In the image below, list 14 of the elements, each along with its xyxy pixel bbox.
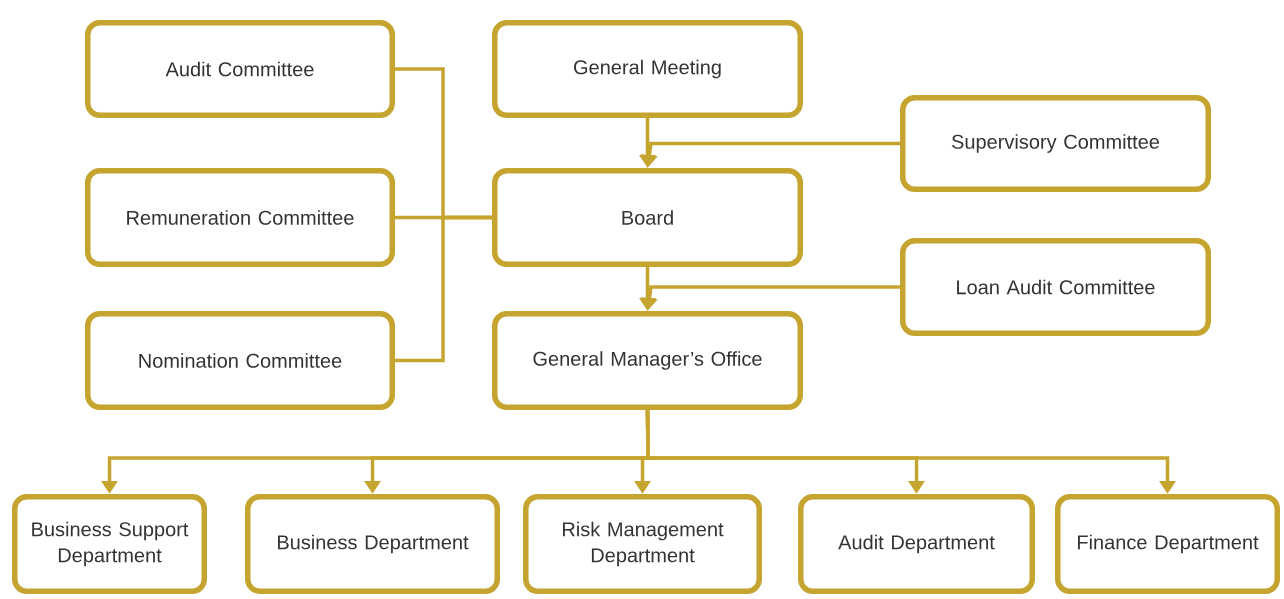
- org-box: Business Support Department: [12, 494, 207, 594]
- org-box: Supervisory Committee: [900, 95, 1211, 192]
- org-box: Loan Audit Committee: [900, 238, 1211, 336]
- org-box: General Manager’s Office: [492, 311, 803, 410]
- org-box: Risk Management Department: [523, 494, 762, 594]
- org-box: Finance Department: [1055, 494, 1280, 594]
- org-box: Business Department: [245, 494, 500, 594]
- org-box: Nomination Committee: [85, 311, 395, 410]
- org-box: Board: [492, 168, 803, 267]
- org-box: General Meeting: [492, 20, 803, 118]
- org-box: Audit Committee: [85, 20, 395, 118]
- connector-line: [395, 215, 492, 363]
- org-box: Remuneration Committee: [85, 168, 395, 267]
- org-box: Audit Department: [798, 494, 1035, 594]
